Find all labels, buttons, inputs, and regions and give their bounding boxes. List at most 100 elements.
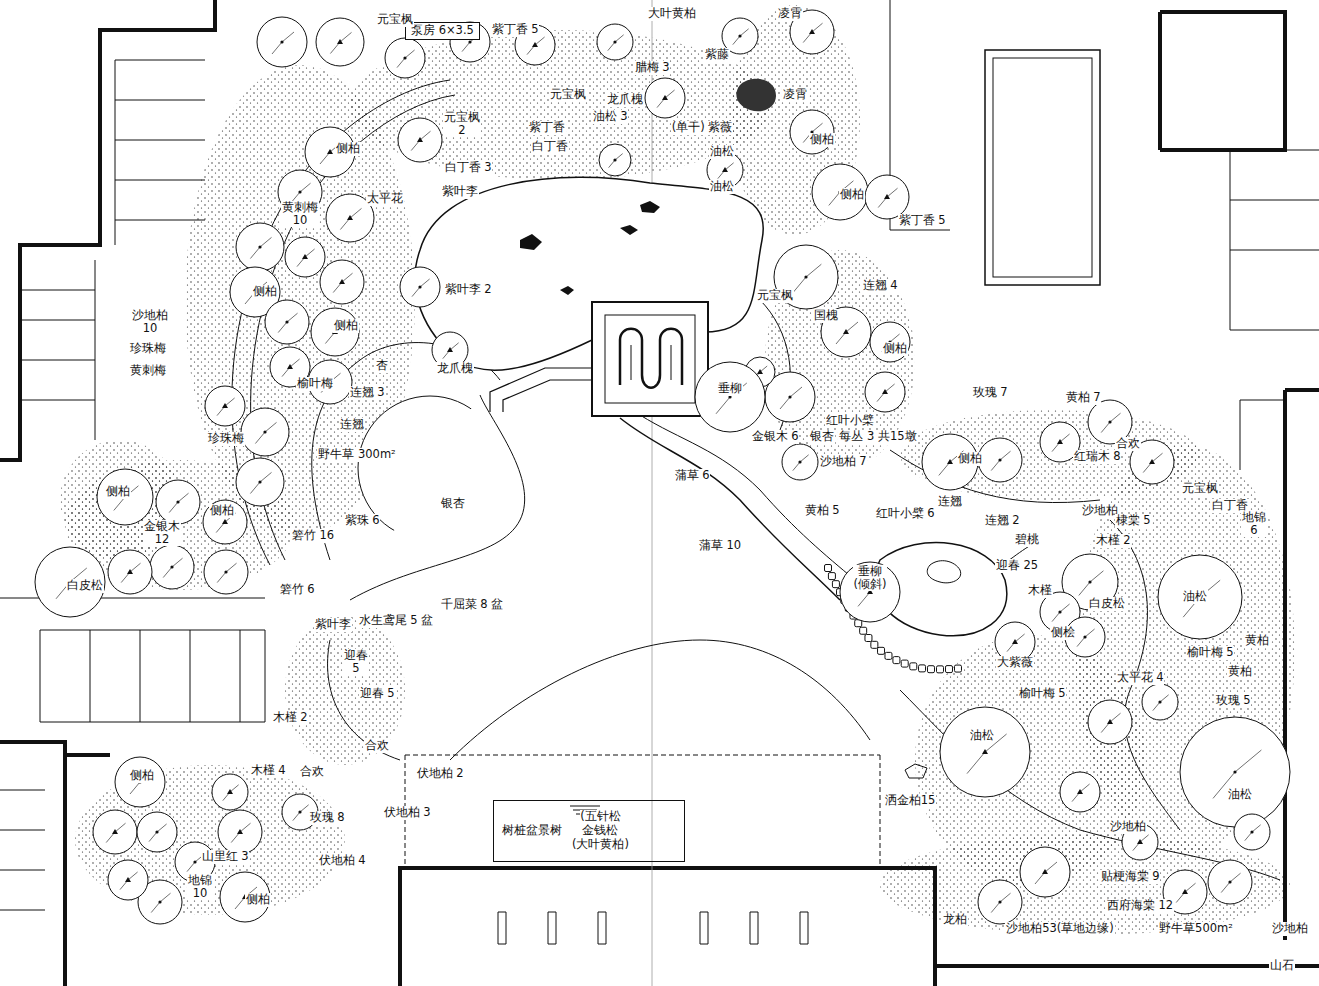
tree-symbol [978, 880, 1022, 924]
plant-label: 地锦 10 [187, 874, 213, 900]
plant-label: 黄柏 5 [804, 504, 841, 517]
plant-label: 合欢 [299, 765, 325, 778]
tree-branch [1101, 713, 1120, 732]
tree-symbol [316, 18, 364, 66]
tree-center [882, 389, 888, 394]
tree-symbols [35, 10, 1290, 924]
tree-center [1042, 869, 1048, 874]
plant-label: 元宝枫 [1181, 482, 1219, 495]
plant-label: 红叶小檗 [825, 414, 875, 427]
plant-label: 金银木 12 [143, 520, 181, 546]
stepping-stone [871, 641, 878, 648]
plant-label: 侧柏 [245, 893, 271, 906]
tree-symbol [1020, 847, 1070, 897]
tree-symbol [940, 707, 1030, 797]
plant-label: 沙地柏 7 [819, 455, 868, 468]
plant-label: 榆叶梅 5 [1018, 687, 1067, 700]
plant-label: 合欢 [364, 739, 390, 752]
tree-symbol [597, 24, 633, 60]
tree-crown [865, 372, 905, 412]
tree-crown [1142, 684, 1178, 720]
plant-label: 紫叶李 2 [444, 283, 493, 296]
tree-symbol [204, 550, 248, 594]
plant-label: 国槐 [813, 309, 839, 322]
tree-branch [716, 383, 747, 414]
tree-branch [412, 279, 430, 297]
tree-branch [231, 823, 250, 842]
tree-branch [991, 893, 1010, 912]
plant-label: 沙地柏53(草地边缘) [1005, 922, 1115, 935]
plant-label: 油松 [1182, 590, 1208, 603]
plant-label: 迎春 5 [343, 649, 369, 675]
tree-center [662, 95, 668, 100]
plant-label: 连翘 [937, 495, 963, 508]
tree-crown [236, 223, 284, 271]
tree-center [1012, 639, 1018, 644]
plant-label: 沙地柏 10 [131, 309, 169, 335]
stepping-stone [927, 666, 934, 673]
plant-label: 白皮松 [66, 579, 104, 592]
plant-label: 大紫薇 [996, 656, 1034, 669]
plant-label: 黄刺梅 [129, 364, 167, 377]
plant-label: 迎春 25 [995, 559, 1039, 572]
plant-label: 侧柏 [957, 452, 983, 465]
tree-center [809, 29, 815, 34]
tree-branch [878, 188, 897, 207]
plant-label: 侧柏 [882, 342, 908, 355]
tree-center [287, 364, 293, 369]
plant-label: 黄刺梅 10 [281, 201, 319, 227]
stepping-stone [860, 627, 867, 634]
plant-label: 洒金柏15 [884, 794, 937, 807]
plant-label: 白丁香 3 [444, 161, 493, 174]
tree-symbol [790, 110, 834, 154]
plant-label: 榆叶梅 [296, 377, 334, 390]
tree-symbol [782, 444, 818, 480]
tree-branch [217, 563, 236, 582]
tree-symbol [1158, 555, 1242, 639]
tree-symbol [1060, 772, 1100, 812]
tree-center [237, 829, 243, 834]
plant-label: 紫丁香 5 [491, 23, 540, 36]
stepping-stone [865, 635, 872, 642]
tree-crown [150, 545, 194, 589]
bonsai-display-box: 树桩盆景树(五针松金钱松(大叶黄柏) [493, 800, 685, 862]
tree-crown [35, 547, 105, 617]
tree-center [327, 149, 333, 154]
plant-label: 玫瑰 5 [1215, 694, 1252, 707]
tree-center [127, 569, 133, 574]
tree-crown [812, 164, 868, 220]
tree-symbol [865, 175, 909, 219]
tree-symbol [93, 810, 137, 854]
tree-center [982, 749, 988, 754]
tree-branch [803, 23, 822, 42]
plant-label: 凌霄 [782, 88, 808, 101]
plant-label: 黄柏 [1244, 634, 1270, 647]
plant-label: 榆叶梅 5 [1186, 646, 1235, 659]
plant-label: 太平花 4 [1116, 671, 1165, 684]
tree-symbol [108, 550, 152, 594]
tree-symbol [257, 17, 307, 67]
stepping-stone [919, 665, 926, 672]
species-name: (大叶黄柏) [572, 838, 629, 852]
plant-label: 山石 [1269, 959, 1295, 972]
tree-symbol [218, 810, 262, 854]
stepping-stone [885, 652, 892, 659]
tree-crown [597, 24, 633, 60]
tree-crown [1180, 717, 1290, 827]
tree-symbol [212, 774, 248, 810]
shrub-bed [285, 615, 405, 765]
tree-center [532, 42, 538, 47]
plant-label: 红叶小檗 6 [875, 507, 936, 520]
tree-center [302, 254, 308, 259]
tree-center [884, 194, 890, 199]
tree-crown [285, 237, 325, 277]
tree-symbol [870, 322, 910, 362]
plant-label: 贴梗海棠 9 [1100, 870, 1161, 883]
tree-symbol [398, 118, 442, 162]
tree-branch [121, 563, 140, 582]
tree-symbol [385, 38, 425, 78]
tree-symbol [241, 408, 289, 456]
stepping-stone [828, 573, 835, 580]
plant-label: 玫瑰 8 [309, 811, 346, 824]
